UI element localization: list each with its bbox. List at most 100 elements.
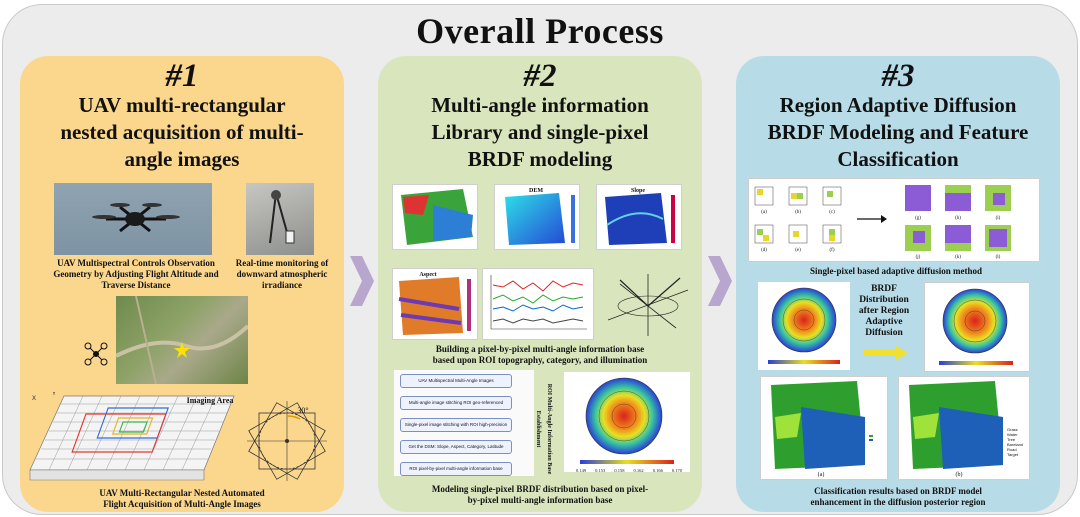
category-map (392, 184, 478, 250)
legend-item: Water (1007, 432, 1018, 437)
caption-line: irradiance (262, 280, 302, 290)
reflectance-curves-chart (482, 268, 594, 340)
flow-step: ROI pixel-by-pixel multi-angle informati… (400, 462, 512, 476)
grid-label: (h) (955, 216, 961, 221)
panel-2-title-line: Library and single-pixel (431, 120, 649, 144)
panel-3-title-line: Region Adaptive Diffusion (779, 93, 1017, 117)
grid-label: (c) (829, 210, 835, 215)
colorbar-tick: 0.166 (652, 468, 663, 473)
uav-photo (54, 183, 212, 255)
drone-symbol-icon (84, 342, 108, 366)
dem-map: DEM (494, 184, 580, 250)
map-label-b: (b) (955, 472, 963, 478)
target-star-icon (174, 342, 190, 358)
caption-line: Traverse Distance (101, 280, 171, 290)
imaging-area-label: Imaging Area (186, 396, 234, 405)
legend-item: Target (1007, 452, 1019, 457)
grid-label: (g) (915, 216, 921, 221)
uav-caption: UAV Multispectral Controls Observation G… (44, 258, 228, 291)
grid-label: (j) (915, 255, 921, 260)
diffused-grid-cells (905, 185, 1011, 251)
caption-line: Distribution (859, 295, 909, 305)
colorbar-tick: 0.153 (595, 468, 606, 473)
grid-label: (b) (795, 210, 801, 215)
panel-3-title: Region Adaptive Diffusion BRDF Modeling … (742, 92, 1054, 173)
panel-1: #1 UAV multi-rectangular nested acquisit… (20, 56, 344, 512)
caption-line: Real-time monitoring of (235, 258, 329, 268)
chevron-right-icon (350, 256, 374, 306)
caption-line: Flight Acquisition of Multi-Angle Images (103, 499, 261, 509)
caption-line: UAV Multispectral Controls Observation (57, 258, 215, 268)
page-title: Overall Process (416, 11, 664, 51)
panel-3-bottom-caption: Classification results based on BRDF mod… (748, 486, 1048, 508)
grid-label: (a) (761, 210, 767, 215)
panel-2: #2 Multi-angle information Library and s… (378, 56, 702, 512)
panel-1-title-line: nested acquisition of multi- (60, 120, 304, 144)
aspect-map: Aspect (392, 268, 478, 340)
classification-map-b: (b) Grass Water Tree Bareland Road Targe… (898, 376, 1030, 480)
brdf-after-label: BRDF Distribution after Region Adaptive … (846, 284, 922, 339)
panel-3-number: #3 (881, 58, 915, 94)
legend-item: Road (1007, 447, 1017, 452)
slope-label: Slope (630, 188, 645, 194)
panel-2-title-line: Multi-angle information (431, 93, 649, 117)
caption-line: after Region (858, 306, 910, 316)
brdf-before-polar (758, 282, 850, 370)
grid-label: (e) (795, 248, 801, 253)
diffusion-method-figure: (a) (b) (c) (d) (e) (f) (g) (h) (i) (j) … (748, 178, 1040, 262)
brdf-after-polar (924, 282, 1030, 372)
slope-map: Slope (596, 184, 682, 250)
caption-line: Adaptive (865, 317, 903, 327)
colorbar-tick: 0.158 (614, 468, 625, 473)
imaging-area-grid: X Y (29, 392, 235, 481)
panel-1-title: UAV multi-rectangular nested acquisition… (26, 92, 338, 173)
caption-line: Diffusion (865, 328, 903, 338)
flow-step: UAV Multispectral Multi-Angle Images (400, 374, 512, 388)
diffusion-caption: Single-pixel based adaptive diffusion me… (809, 266, 983, 276)
legend-item: Bareland (1007, 442, 1024, 447)
caption-line: by-pixel multi-angle information base (467, 495, 613, 505)
panel-1-number: #1 (165, 58, 199, 94)
caption-line: Geometry by Adjusting Flight Altitude an… (53, 269, 219, 279)
grid-label: (f) (829, 248, 835, 253)
panel-3: #3 Region Adaptive Diffusion BRDF Modeli… (736, 56, 1060, 512)
aspect-label: Aspect (419, 272, 437, 278)
caption-line: based upon ROI topography, category, and… (432, 355, 648, 365)
panel-3-title-line: Classification (837, 147, 959, 171)
map-overlay (116, 296, 248, 384)
caption-line: downward atmospheric (236, 269, 328, 279)
view-angle-diagram (247, 401, 327, 481)
panel-2-bottom-caption: Modeling single-pixel BRDF distribution … (392, 484, 688, 506)
grid-label: (d) (761, 248, 767, 253)
brdf-polar-plot: 0.149 0.153 0.158 0.162 0.166 0.170 (564, 372, 690, 473)
caption-line: ROI Multi-Angle Information Base (546, 383, 552, 475)
library-side-label: ROI Multi-Angle Information Base Establi… (532, 374, 554, 484)
caption-line: enhancement in the diffusion posterior r… (810, 497, 986, 507)
panel-3-title-line: BRDF Modeling and Feature (767, 120, 1029, 144)
grid-label: (i) (995, 216, 1001, 221)
angle-label: 30° (297, 406, 309, 415)
flight-area-map (116, 296, 248, 384)
svg-text:Y: Y (52, 392, 56, 397)
illumination-geometry-diagram (607, 274, 689, 336)
colorbar-ticks: 0.149 0.153 0.158 0.162 0.166 0.170 (576, 465, 682, 476)
panel-1-bottom-caption: UAV Multi-Rectangular Nested Automated F… (34, 488, 330, 510)
caption-line: UAV Multi-Rectangular Nested Automated (99, 488, 265, 498)
legend-item: Tree (1007, 437, 1016, 442)
dem-label: DEM (529, 188, 543, 194)
caption-line: Classification results based on BRDF mod… (814, 486, 982, 496)
panel-2-number: #2 (523, 58, 557, 94)
chevron-right-icon (708, 256, 732, 306)
legend-item: Grass (1007, 427, 1018, 432)
flow-step: Multi-angle image stitching ROI geo-refe… (400, 396, 512, 410)
irradiance-caption: Real-time monitoring of downward atmosph… (230, 258, 334, 291)
flow-step: Get the DSM: Slope, Aspect, Category, La… (400, 440, 512, 454)
drone-icon (92, 203, 180, 233)
grid-label: (k) (955, 255, 961, 260)
panel-2-middle-caption: Building a pixel-by-pixel multi-angle in… (392, 344, 688, 366)
arrow-right-icon (864, 346, 908, 360)
panel-1-title-line: UAV multi-rectangular (78, 93, 286, 117)
sensor-icon (269, 190, 295, 244)
caption-line: BRDF (871, 284, 897, 294)
colorbar-tick: 0.149 (576, 468, 587, 473)
